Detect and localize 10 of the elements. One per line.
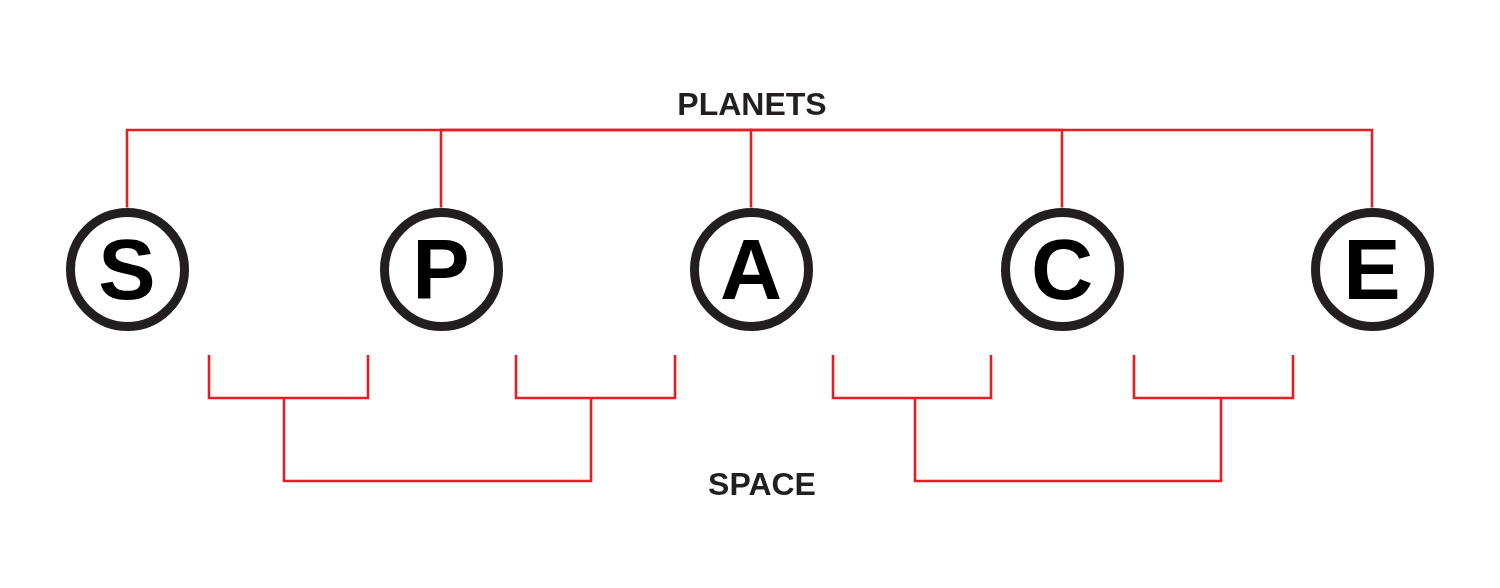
label-text: SPACE	[708, 468, 816, 500]
letter-circle: C	[1000, 207, 1124, 331]
letter-circle: A	[689, 207, 813, 331]
heading-text: PLANETS	[677, 88, 827, 130]
connector-line	[752, 128, 1374, 208]
connector-line	[439, 128, 752, 208]
letter-circle: E	[1310, 207, 1434, 331]
connector-line	[749, 128, 754, 208]
letter-circle: S	[65, 207, 189, 331]
letter-circle: P	[379, 207, 503, 331]
